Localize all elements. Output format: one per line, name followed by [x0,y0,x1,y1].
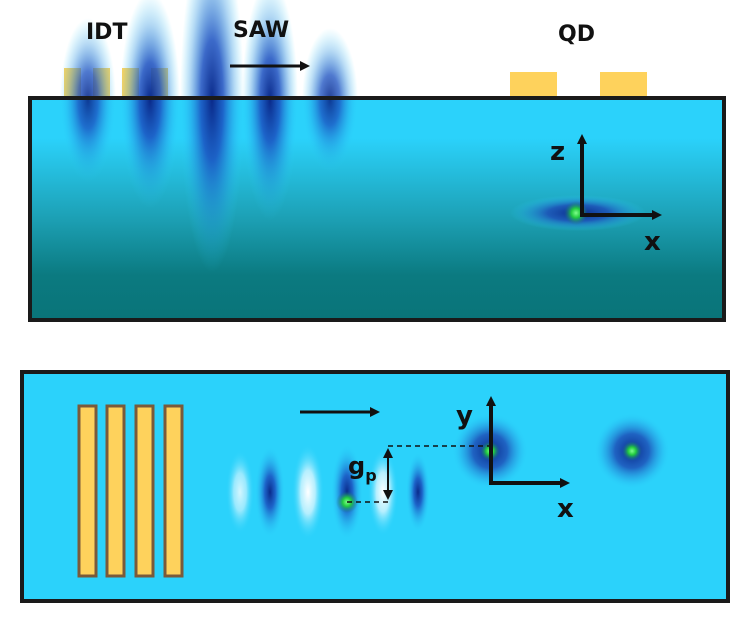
gap-dimension: gp [347,445,490,503]
saw-label: SAW [233,18,289,43]
saw-lobe [242,0,298,220]
idt-fingers-top-view [77,404,184,578]
top-panel: IDT SAW QD z x [28,0,726,322]
saw-crest-light [226,450,254,534]
top-panel-frame [28,96,726,322]
qd-dot [622,441,642,461]
qd-label: QD [558,22,595,47]
x-axis-label: x [557,494,574,524]
saw-lobe [180,0,244,272]
x-axis-label: x [644,227,661,257]
qd-gate [510,72,557,98]
idt-label: IDT [86,20,127,45]
z-axis-label: z [550,137,565,167]
qd-gates [510,72,647,98]
gap-label-subscript: p [365,466,376,485]
static-qds [452,413,670,489]
top-axes: z x [550,134,662,257]
saw-trough-dark [406,452,430,532]
idt-finger [105,404,126,578]
gap-label-main: g [348,452,365,480]
saw-crest-light [368,448,398,536]
idt-finger [163,404,184,578]
bottom-axes: y x [456,396,574,524]
saw-trough-dark [255,446,285,538]
saw-wave-pattern [226,444,430,540]
bottom-panel-frame [20,370,730,603]
bottom-panel: gp y x [20,370,730,603]
qd-gate [600,72,647,98]
y-axis-label: y [456,401,473,431]
idt-finger [77,404,98,578]
saw-crest-light [292,444,324,540]
gap-label: gp [348,452,377,485]
saw-lobe [120,0,180,208]
idt-finger [134,404,155,578]
